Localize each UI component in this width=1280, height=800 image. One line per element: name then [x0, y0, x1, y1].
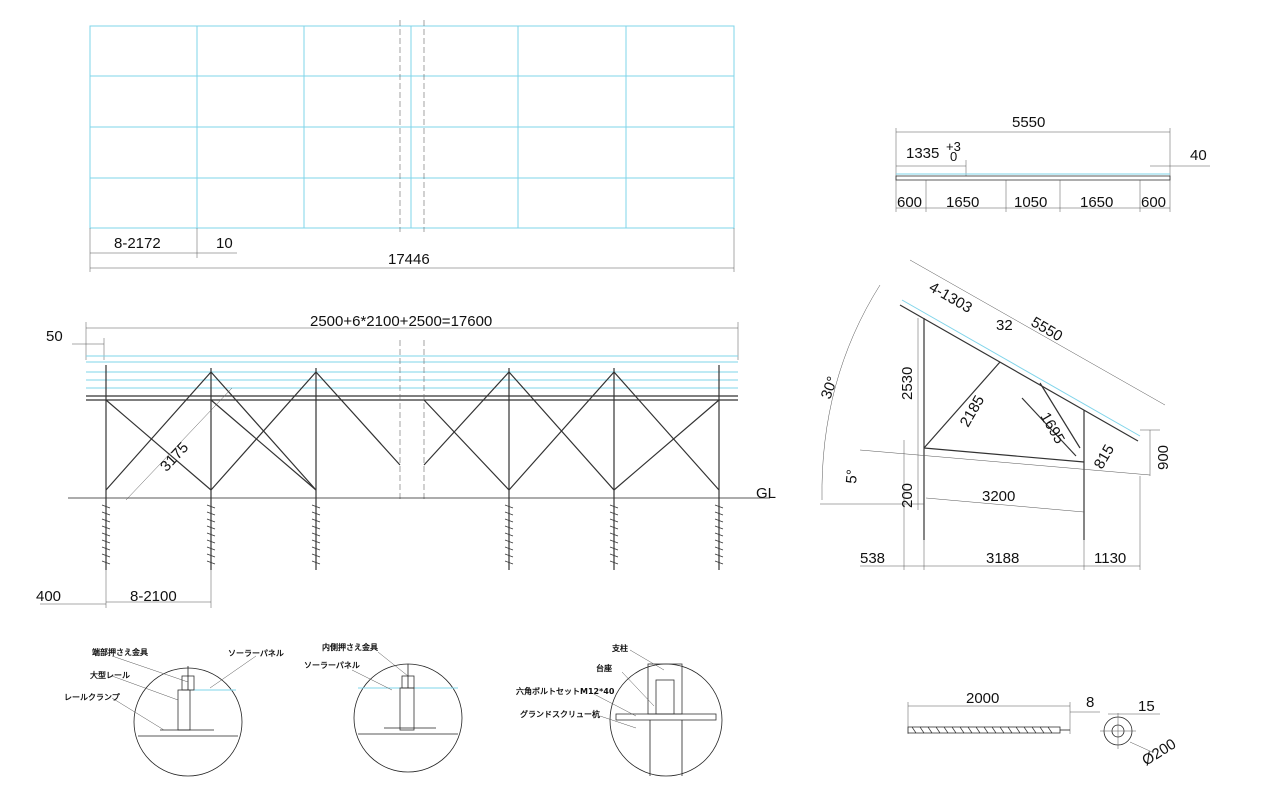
label-large-rail: 大型レール	[90, 670, 130, 680]
top-dim-module: 8-2172	[114, 235, 161, 252]
rail-seg-2: 1650	[946, 194, 979, 211]
rail-seg-4: 1650	[1080, 194, 1113, 211]
rail-seg-1: 600	[897, 194, 922, 211]
side-dim-right: 1130	[1094, 550, 1126, 567]
screw-view	[907, 702, 1160, 753]
top-dim-total: 17446	[388, 251, 430, 268]
side-dim-left: 538	[860, 550, 885, 567]
front-dim-total: 2500+6*2100+2500=17600	[310, 313, 492, 330]
label-end-panel: ソーラーパネル	[228, 648, 284, 658]
side-view-structure	[820, 259, 1166, 570]
ground-level-label: GL	[756, 485, 776, 502]
front-view-structure	[40, 322, 770, 608]
side-dim-module: 4-1303	[926, 279, 975, 317]
side-dim-front-post: 2530	[899, 367, 916, 400]
label-mid-panel: ソーラーパネル	[304, 660, 360, 670]
detail-end-clamp	[111, 655, 257, 777]
rail-view	[895, 128, 1210, 212]
label-rail-clamp: レールクランプ	[64, 692, 121, 702]
detail-base	[589, 649, 723, 777]
top-view-panel-layout	[89, 20, 735, 272]
rail-tol-lower: 0	[950, 149, 957, 164]
rail-tol-upper: +3	[946, 139, 961, 154]
side-dim-brace-short: 1695	[1037, 410, 1068, 447]
label-ground-screw: グランドスクリュー杭	[520, 709, 600, 719]
side-dim-ground-height: 200	[899, 483, 916, 508]
label-bolt-set: 六角ボルトセットM12*40	[516, 686, 615, 696]
side-dim-rear-post: 815	[1091, 442, 1118, 472]
side-dim-rear-height: 900	[1155, 445, 1172, 470]
side-dim-post-span: 3200	[982, 488, 1015, 505]
label-base: 台座	[596, 663, 612, 673]
screw-dim-tip: 8	[1086, 694, 1094, 711]
detail-mid-clamp	[351, 651, 463, 773]
rail-seg-3: 1050	[1014, 194, 1047, 211]
front-dim-spacing: 8-2100	[130, 588, 177, 605]
side-dim-center: 3188	[986, 550, 1019, 567]
top-dim-gap: 10	[216, 235, 233, 252]
side-dim-panel-length: 5550	[1028, 314, 1065, 345]
side-dim-brace-long: 2185	[957, 393, 988, 430]
rail-dim-end: 40	[1190, 147, 1207, 164]
screw-dim-plate: 15	[1138, 698, 1155, 715]
side-angle-ground: 5°	[843, 469, 861, 485]
side-angle-tilt: 30°	[818, 374, 842, 401]
label-post: 支柱	[611, 643, 628, 653]
front-dim-embed: 400	[36, 588, 61, 605]
front-dim-overhang: 50	[46, 328, 63, 345]
rail-seg-5: 600	[1141, 194, 1166, 211]
screw-dim-diameter: Ø200	[1139, 736, 1179, 770]
screw-dim-length: 2000	[966, 690, 999, 707]
rail-dim-first: 1335	[906, 145, 939, 162]
rail-dim-length: 5550	[1012, 114, 1045, 131]
side-dim-gap: 32	[996, 317, 1013, 334]
label-end-clamp: 端部押さえ金具	[92, 647, 148, 657]
label-mid-clamp: 内側押さえ金具	[322, 642, 378, 652]
